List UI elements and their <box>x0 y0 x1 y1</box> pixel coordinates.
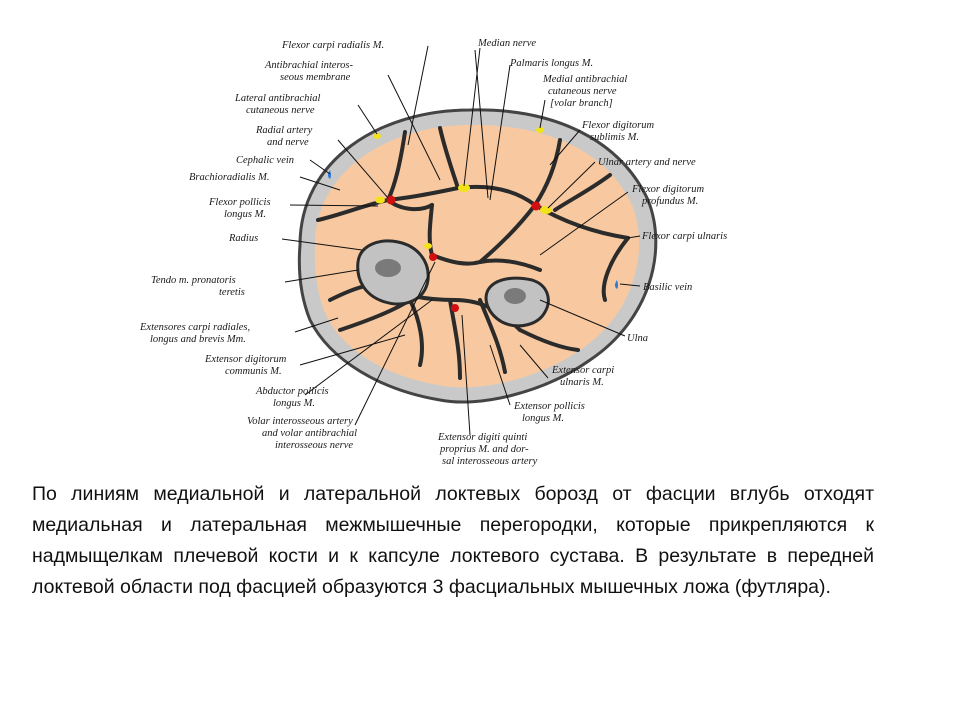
label-extensor-digitorum: Extensor digitorum <box>204 354 287 365</box>
vessels-and-nerves <box>328 127 618 312</box>
label-lateral-antibrachial-nerve: Lateral antibrachial <box>234 93 321 104</box>
label-volar-interosseous: Volar interosseous artery <box>247 416 353 427</box>
label-extensor-carpi-ulnaris: Extensor carpi <box>551 365 614 376</box>
label-radial-artery: Radial artery <box>255 125 313 136</box>
label-radius: Radius <box>228 233 258 244</box>
label-flexor-carpi-ulnaris: Flexor carpi ulnaris <box>641 231 727 242</box>
label-extensores-carpi: Extensores carpi radiales, <box>139 322 250 333</box>
label-antibrachial-interosseous: Antibrachial interos- <box>264 60 353 71</box>
label-flexor-pollicis: Flexor pollicis <box>208 197 271 208</box>
label-extensores-carpi: longus and brevis Mm. <box>150 334 246 345</box>
label-medial-antibrachial-nerve: Medial antibrachial <box>542 74 627 85</box>
label-volar-interosseous: and volar antibrachial <box>262 428 357 439</box>
labels-left: Flexor carpi radialis M. Antibrachial in… <box>139 40 384 451</box>
radius-bone <box>356 239 430 306</box>
label-flexor-digitorum-sublimis: sublimis M. <box>590 132 639 143</box>
label-medial-antibrachial-nerve: [volar branch] <box>550 98 613 109</box>
label-extensor-digiti-quinti: Extensor digiti quinti <box>437 432 527 443</box>
label-medial-antibrachial-nerve: cutaneous nerve <box>548 86 617 97</box>
label-abductor-pollicis: longus M. <box>273 398 315 409</box>
forearm-cross-section-diagram: Flexor carpi radialis M. Antibrachial in… <box>139 38 727 467</box>
label-extensor-digiti-quinti: sal interosseous artery <box>442 456 538 467</box>
label-tendo-pronatoris: Tendo m. pronatoris <box>151 275 236 286</box>
label-antibrachial-interosseous: seous membrane <box>280 72 351 83</box>
label-volar-interosseous: interosseous nerve <box>275 440 353 451</box>
label-ulna: Ulna <box>627 333 648 344</box>
labels-right: Median nerve Palmaris longus M. Medial a… <box>437 38 727 467</box>
label-median-nerve: Median nerve <box>477 38 536 49</box>
muscle-mass <box>314 124 640 388</box>
label-extensor-digitorum: communis M. <box>225 366 282 377</box>
label-lateral-antibrachial-nerve: cutaneous nerve <box>246 105 315 116</box>
label-abductor-pollicis: Abductor pollicis <box>255 386 329 397</box>
label-flexor-digitorum-profundus: Flexor digitorum <box>631 184 704 195</box>
label-brachioradialis: Brachioradialis M. <box>189 172 270 183</box>
label-flexor-pollicis: longus M. <box>224 209 266 220</box>
label-flexor-digitorum-profundus: profundus M. <box>641 196 698 207</box>
label-tendo-pronatoris: teretis <box>219 287 245 298</box>
label-ulnar-artery: Ulnar artery and nerve <box>598 157 696 168</box>
leader-lines <box>281 45 641 436</box>
label-extensor-pollicis: longus M. <box>522 413 564 424</box>
label-extensor-digiti-quinti: proprius M. and dor- <box>439 444 529 455</box>
label-basilic-vein: Basilic vein <box>643 282 692 293</box>
label-extensor-pollicis: Extensor pollicis <box>513 401 585 412</box>
label-flexor-carpi-radialis: Flexor carpi radialis M. <box>281 40 384 51</box>
ulna-bone <box>484 276 550 328</box>
label-palmaris-longus: Palmaris longus M. <box>509 58 593 69</box>
label-radial-artery: and nerve <box>267 137 309 148</box>
caption-text: По линиям медиальной и латеральной локте… <box>32 483 874 598</box>
label-cephalic-vein: Cephalic vein <box>236 155 294 166</box>
label-extensor-carpi-ulnaris: ulnaris M. <box>560 377 604 388</box>
label-flexor-digitorum-sublimis: Flexor digitorum <box>581 120 654 131</box>
